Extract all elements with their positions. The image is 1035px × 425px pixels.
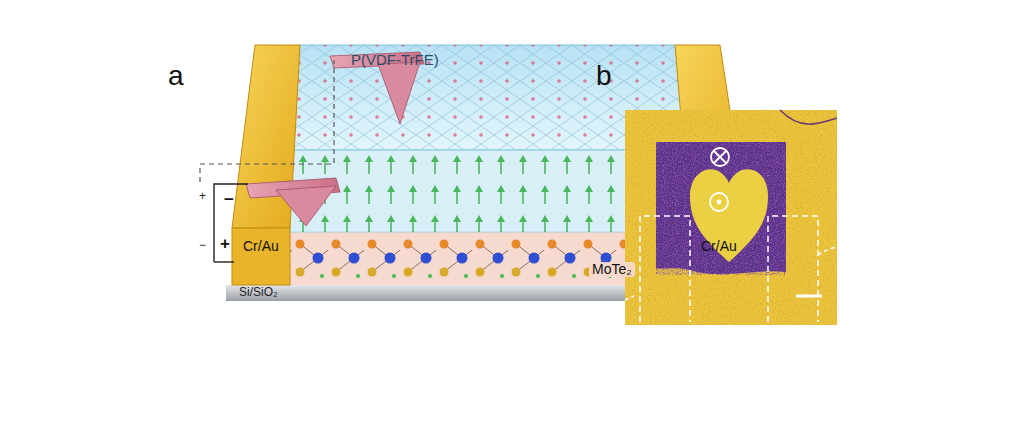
panel-letter: a	[168, 61, 184, 92]
pfm-image	[625, 110, 837, 325]
polarity-sign: −	[199, 239, 206, 252]
polarity-sign: −	[224, 191, 234, 210]
scale-bar	[796, 295, 822, 298]
electrode-outline	[768, 216, 818, 322]
afm-tip	[378, 62, 420, 124]
electrode-outline	[640, 216, 690, 322]
afm-tip	[276, 186, 336, 226]
polarity-sign: +	[199, 190, 206, 203]
electrode-label: Cr/Au	[701, 239, 737, 254]
wire	[214, 184, 248, 262]
dashed-wire	[200, 60, 334, 182]
polarity-sign: +	[220, 235, 230, 254]
poled-domain	[656, 142, 786, 274]
substrate-label: Si/SiO₂	[239, 286, 278, 299]
heart-domain	[690, 169, 768, 262]
polarization-into	[711, 148, 729, 166]
panel-letter: b	[596, 61, 612, 92]
material-label: MoTe₂	[589, 262, 635, 277]
polarization-out	[710, 193, 728, 211]
layer-label: P(VDF-TrFE)	[351, 52, 439, 69]
electrode-label: Cr/Au	[243, 239, 279, 254]
